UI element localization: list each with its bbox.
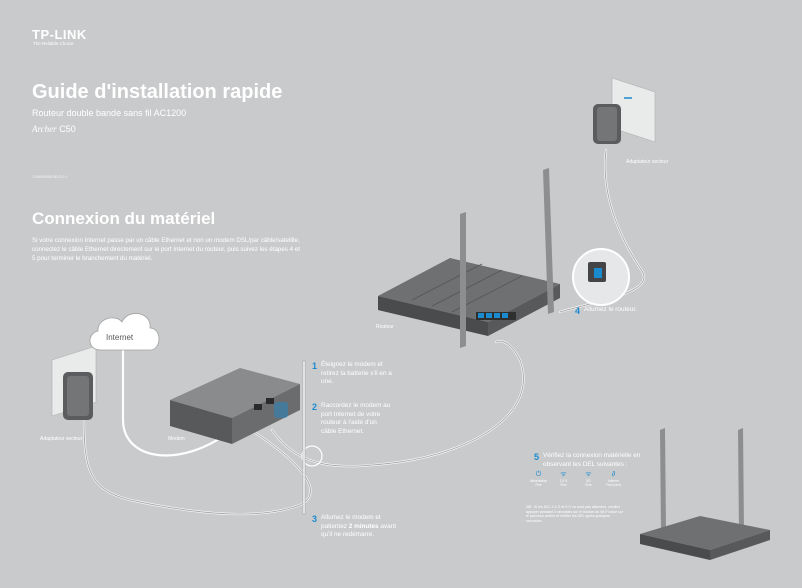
document-code: 7106505998 REV3.0.1 (32, 175, 68, 179)
step-4-number: 4 (575, 306, 581, 316)
label-power-adapter-left: Adaptateur secteur (40, 436, 83, 442)
step-5-text: Vérifiez la connexion matérielle en obse… (543, 452, 641, 468)
led-note: NB : Si les DEL 2,4 G et 5 G ne sont pas… (526, 505, 624, 523)
label-power-adapter-right: Adaptateur secteur (626, 159, 669, 165)
step-4: 4 Allumez le routeur. (575, 306, 637, 316)
ethernet-cable (270, 340, 525, 468)
model-number: C50 (59, 124, 76, 134)
led-wifi-5: ᯤ 5G Fixe (576, 471, 601, 487)
intro-paragraph: Si votre connexion Internet passe par un… (32, 237, 300, 262)
step-1-text: Éteignez le modem et retirez la batterie… (321, 361, 392, 386)
internet-cloud-icon (89, 313, 160, 351)
step-2-text: Raccordez le modem au port Internet de v… (321, 402, 391, 435)
section-heading: Connexion du matériel (32, 209, 216, 228)
power-adapter-right-illustration (593, 77, 656, 144)
brand-tagline: The Reliable Choice (33, 41, 74, 46)
led-wifi-24: ᯤ 2,4 G Fixe (551, 471, 576, 487)
step-5: 5 Vérifiez la connexion matérielle en ob… (534, 452, 653, 469)
page-title: Guide d'installation rapide (32, 81, 283, 103)
step-4-text: Allumez le routeur. (584, 306, 637, 313)
router-illustration (378, 168, 560, 348)
step-1: 1 Éteignez le modem et retirez la batter… (312, 361, 393, 387)
model-name: Archer C50 (32, 124, 76, 134)
step-5-number: 5 (534, 452, 540, 462)
page-subtitle: Routeur double bande sans fil AC1200 (32, 108, 187, 118)
internet-icon: ∂ (611, 471, 616, 478)
brand-name: TP-LINK (32, 27, 87, 42)
led-list: ⏻ Alimentation Fixe ᯤ 2,4 G Fixe ᯤ 5G Fi… (526, 471, 626, 487)
power-adapter-left-illustration (51, 345, 97, 420)
power-icon: ⏻ (535, 471, 542, 478)
modem-power-cable (82, 418, 312, 516)
wifi-24-icon: ᯤ (560, 471, 567, 478)
label-internet: Internet (106, 333, 134, 342)
label-modem: Modem (168, 436, 185, 442)
tp-link-logo: TP-LINK The Reliable Choice (32, 27, 87, 46)
wifi-5-icon: ᯤ (585, 471, 592, 478)
internet-cable (121, 348, 234, 457)
modem-illustration (170, 368, 300, 444)
step-1-number: 1 (312, 361, 318, 371)
step-2: 2 Raccordez le modem au port Internet de… (312, 402, 393, 436)
led-power: ⏻ Alimentation Fixe (526, 471, 551, 487)
led-internet: ∂ Internet Fixe (vert) (601, 471, 626, 487)
step-3: 3 Allumez le modem et patientez 2 minute… (312, 514, 401, 540)
step-2-number: 2 (312, 402, 318, 412)
router-final-illustration (640, 428, 770, 560)
step-3-text: Allumez le modem et patientez 2 minutes … (321, 514, 396, 539)
power-port-zoom (572, 248, 630, 306)
model-series: Archer (32, 124, 57, 134)
label-router: Routeur (376, 324, 394, 330)
step-3-number: 3 (312, 514, 318, 524)
